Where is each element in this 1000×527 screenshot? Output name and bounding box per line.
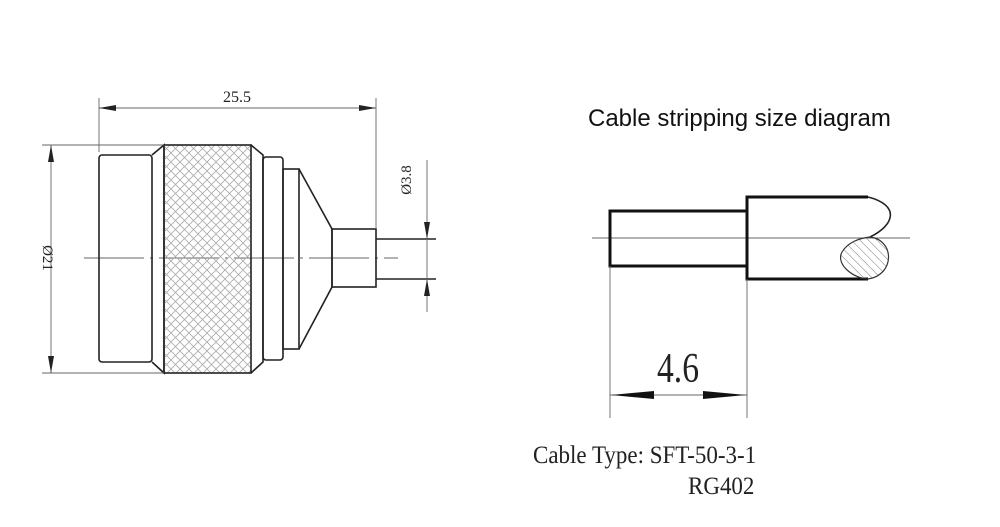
cable-type-label: Cable Type: SFT-50-3-1 — [533, 442, 756, 469]
arrow-left-icon — [99, 105, 116, 111]
connector-body — [98, 154, 153, 363]
cable-jacket — [745, 195, 868, 281]
arrow-down-icon — [48, 356, 54, 373]
arrow-up-icon — [424, 279, 430, 296]
chamfer-right — [250, 144, 264, 374]
stripping-diagram: 4.6 Cable Type: SFT-50-3-1 RG402 — [533, 195, 910, 500]
length-label: 25.5 — [223, 89, 251, 106]
knurled-nut — [163, 144, 252, 374]
arrow-right-icon — [359, 105, 376, 111]
hatched-section — [839, 236, 890, 280]
ferrule — [331, 228, 377, 288]
arrow-right-icon — [703, 391, 746, 399]
ring — [262, 156, 284, 361]
arrow-left-icon — [611, 391, 654, 399]
cable-type-alt-label: RG402 — [688, 473, 754, 500]
cable-diameter-dimension: Ø3.8 — [399, 160, 430, 312]
step — [282, 168, 300, 350]
connector-drawing: 25.5 Ø21 Ø3.8 — [39, 89, 436, 375]
arrow-up-icon — [48, 145, 54, 162]
arrow-down-icon — [424, 222, 430, 239]
diagram-title: Cable stripping size diagram — [588, 105, 891, 132]
length-dimension: 25.5 — [98, 89, 377, 229]
strip-length-label: 4.6 — [657, 346, 699, 392]
chamfer-left — [151, 143, 165, 375]
stripped-conductor — [608, 209, 749, 268]
cone — [298, 168, 333, 350]
cable-diameter-label: Ø3.8 — [399, 165, 415, 195]
outer-diameter-label: Ø21 — [39, 245, 55, 271]
outer-diameter-dimension: Ø21 — [39, 144, 164, 374]
break-curve — [867, 196, 892, 238]
